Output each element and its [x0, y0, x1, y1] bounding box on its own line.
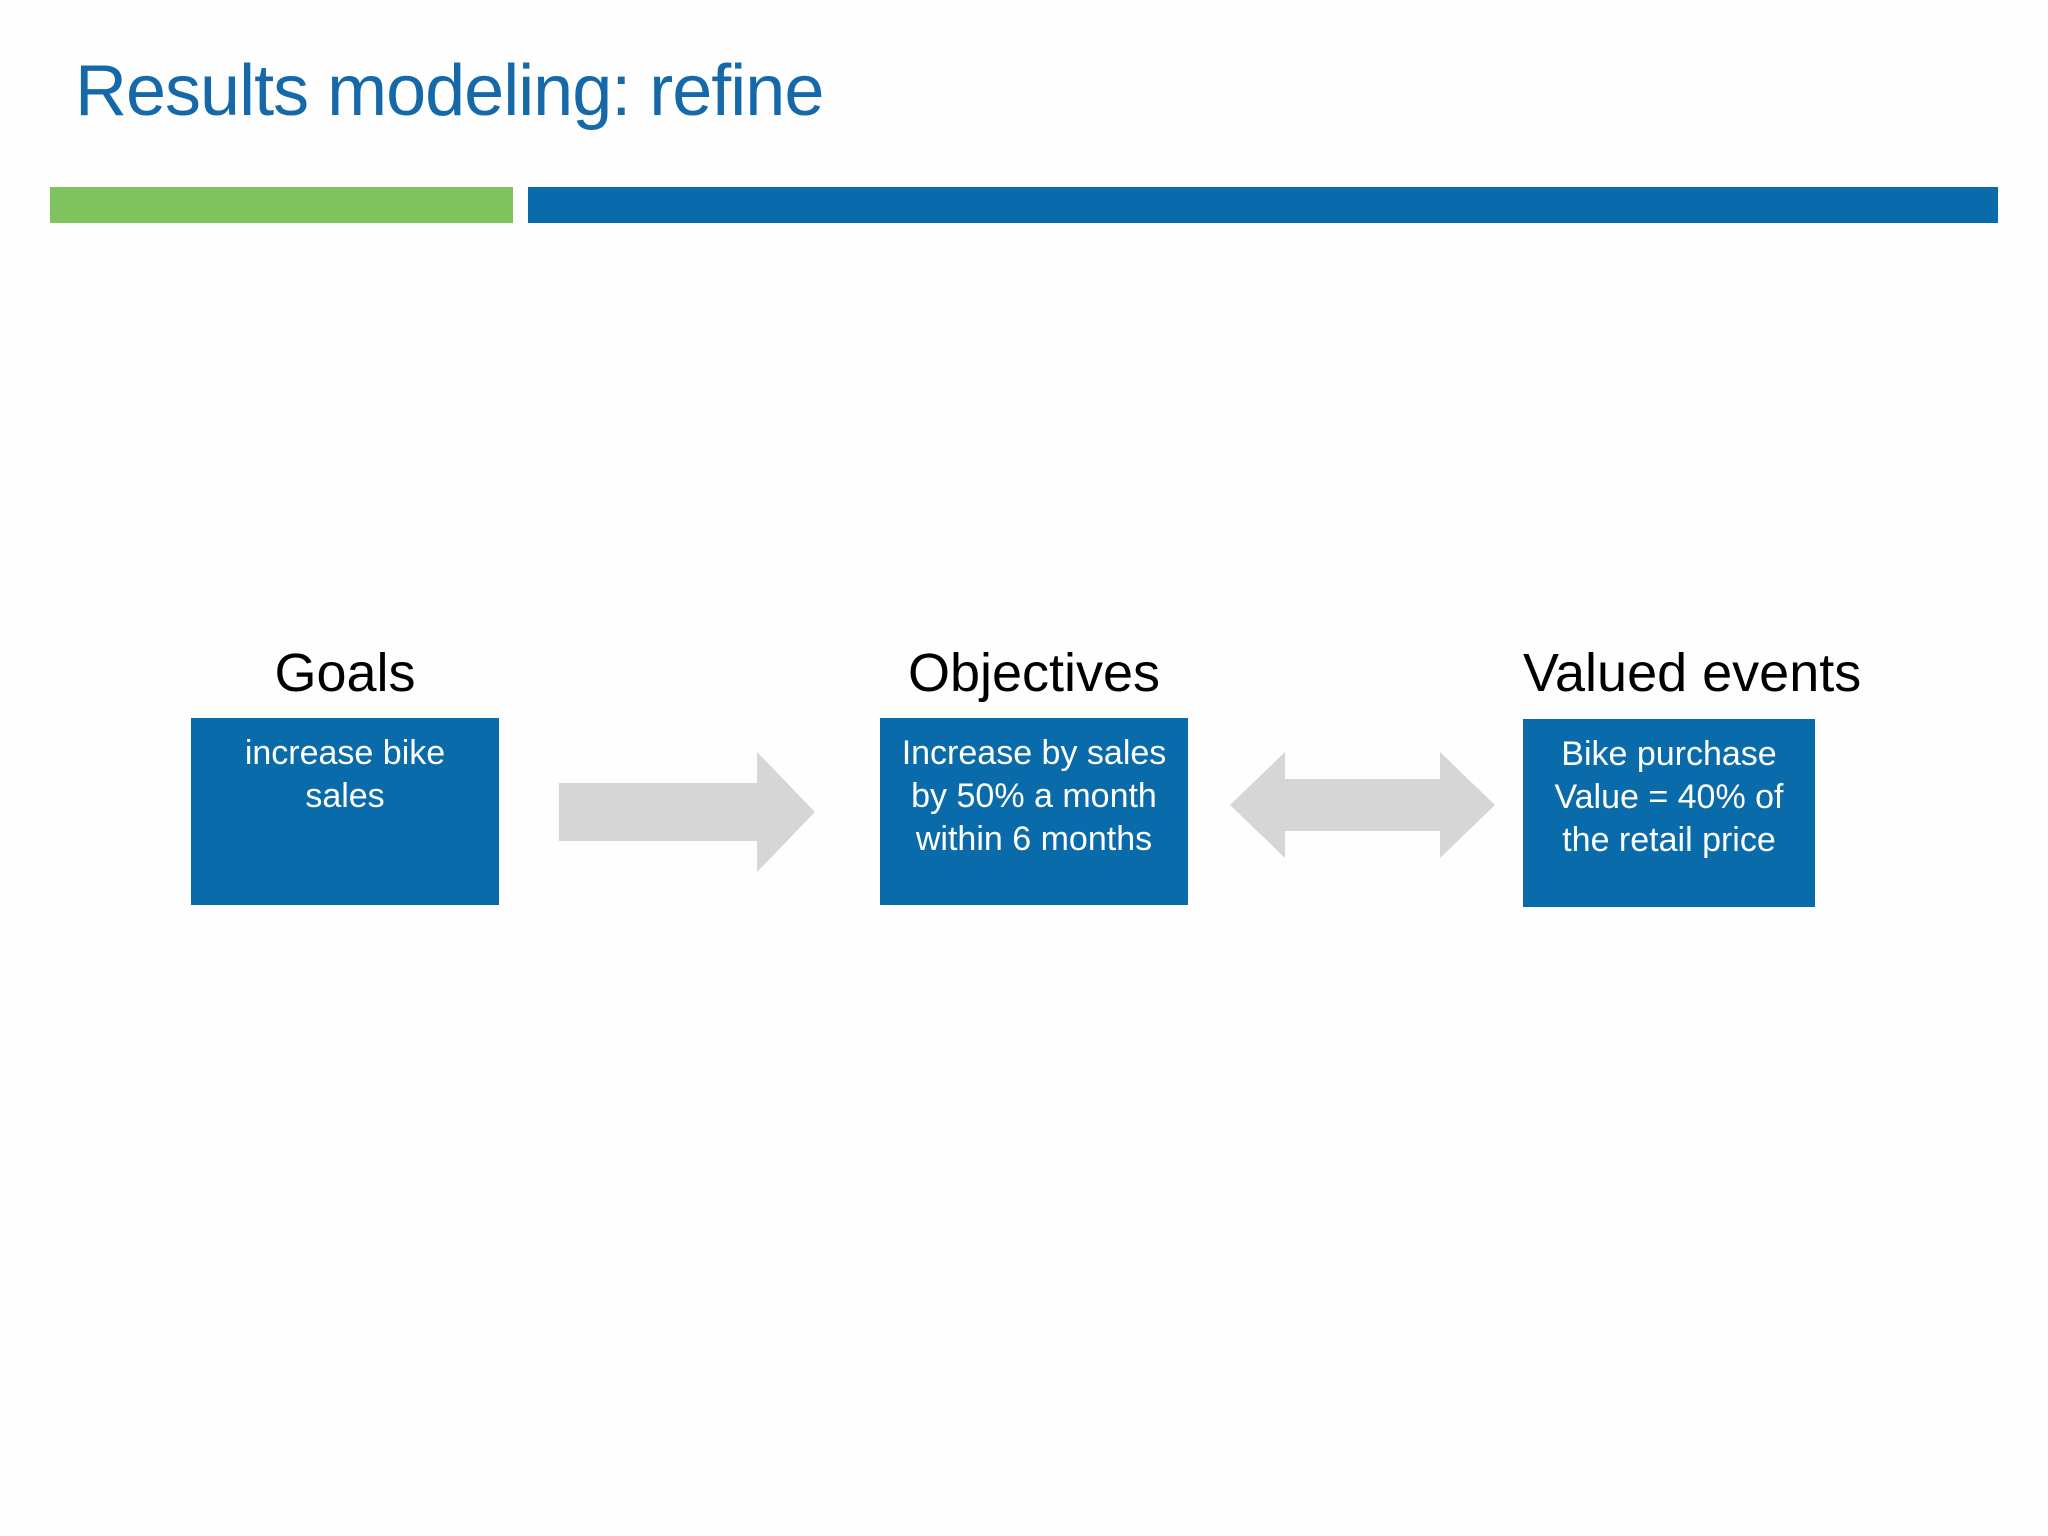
objectives-heading: Objectives: [907, 643, 1161, 703]
goals-box: increase bike sales: [191, 718, 499, 905]
page-title: Results modeling: refine: [75, 51, 824, 131]
valued-events-box: Bike purchase Value = 40% of the retail …: [1523, 719, 1815, 907]
green-accent-bar: [50, 187, 513, 223]
valued-events-heading: Valued events: [1523, 643, 1862, 703]
blue-accent-bar: [528, 187, 1998, 223]
double-arrow-shape: [1230, 752, 1495, 858]
objectives-box: Increase by sales by 50% a month within …: [880, 718, 1188, 905]
right-arrow-shape: [559, 752, 815, 872]
double-arrow-icon: [1230, 752, 1495, 858]
right-arrow-icon: [559, 750, 815, 874]
goals-heading: Goals: [274, 643, 416, 703]
